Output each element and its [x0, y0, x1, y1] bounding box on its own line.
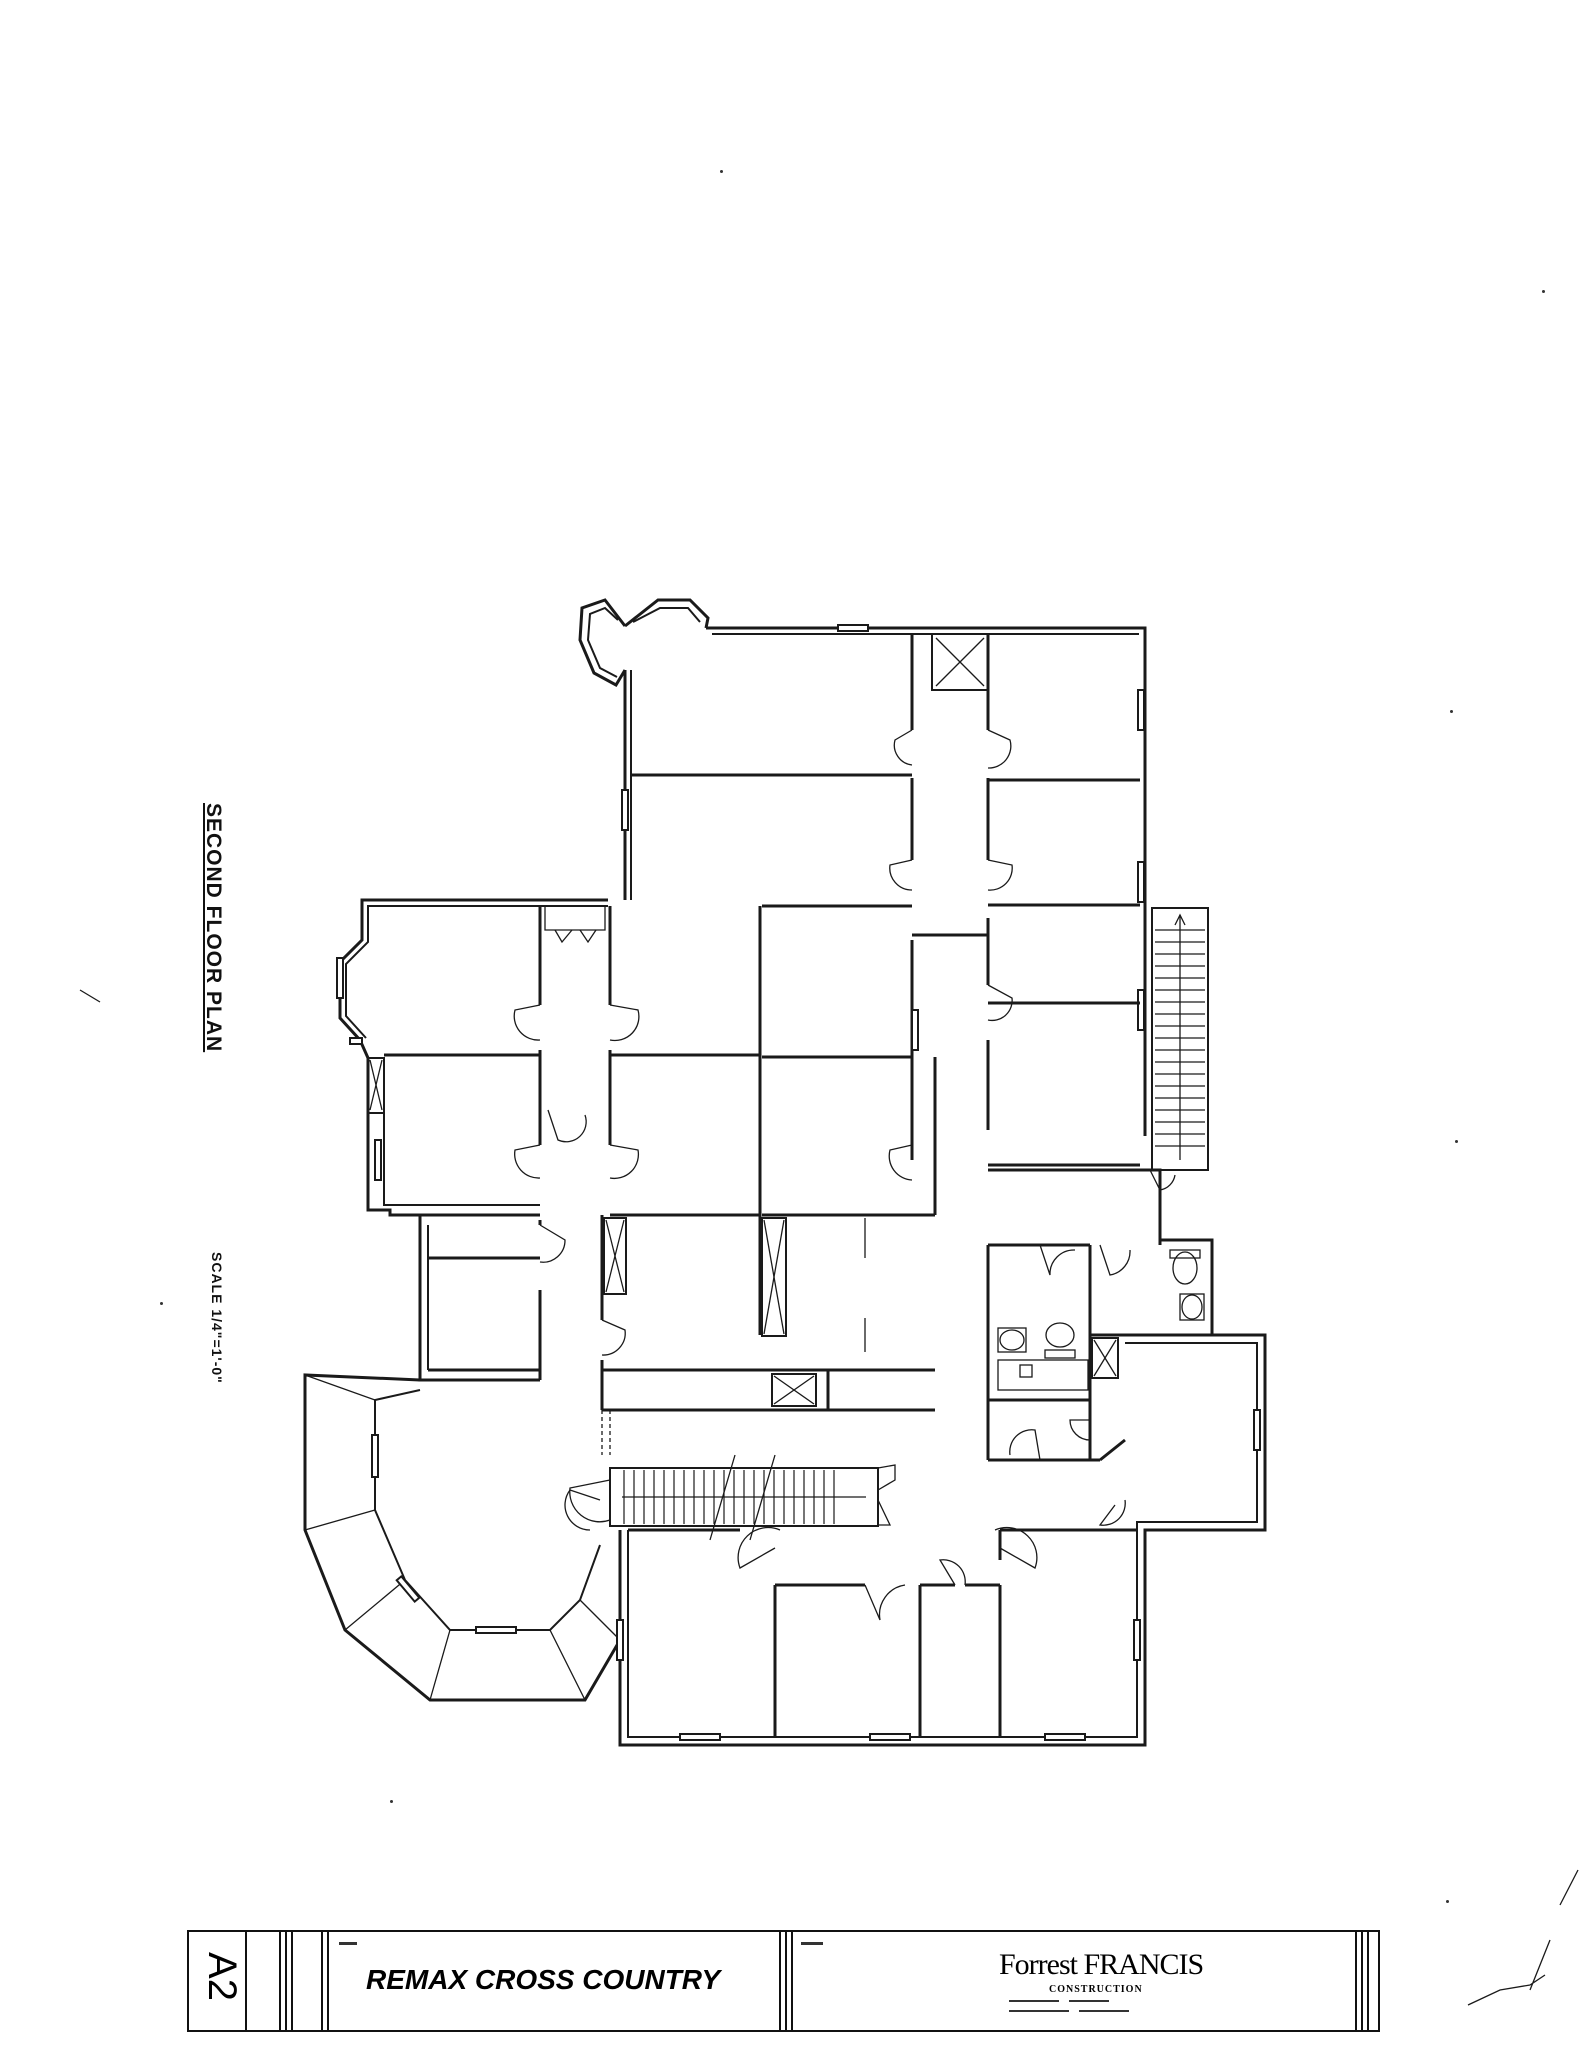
toilet-icon [1045, 1322, 1075, 1348]
drawing-title: SECOND FLOOR PLAN [202, 803, 225, 1053]
drawing-scale: SCALE 1/4"=1'-0" [209, 1252, 225, 1384]
central-block [418, 1215, 935, 1455]
closet [761, 1217, 787, 1337]
window [1137, 861, 1145, 903]
exterior-stair [1151, 907, 1209, 1171]
octagonal-wing [303, 1373, 622, 1702]
window [679, 1733, 721, 1741]
window [837, 624, 869, 632]
window [395, 1574, 421, 1604]
window [371, 1434, 379, 1478]
exterior-stair-treads [1155, 929, 1205, 1147]
window [616, 1619, 624, 1661]
window [1133, 1619, 1141, 1661]
window [1253, 1409, 1261, 1451]
octagonal-wing-outline [303, 1373, 622, 1702]
window [336, 957, 344, 999]
turret-outline [578, 598, 627, 688]
closet [603, 1217, 627, 1295]
window [1137, 689, 1145, 731]
sheet-number: A2 [199, 1952, 244, 2001]
signature-mark [1467, 1869, 1579, 2006]
title-block: A2 REMAX CROSS COUNTRY Forrest FRANCIS C… [187, 1930, 1380, 2032]
sink-icon [1181, 1294, 1203, 1320]
window [1044, 1733, 1086, 1741]
north-wing [578, 598, 1147, 1167]
elevator-shaft [771, 1373, 817, 1407]
main-stair [569, 1454, 896, 1541]
window [1137, 989, 1145, 1031]
north-wing-outline [706, 626, 1147, 1136]
window [869, 1733, 911, 1741]
company-logo-text: Forrest FRANCIS [999, 1948, 1204, 1981]
company-subtitle: CONSTRUCTION [1049, 1984, 1143, 1995]
west-wing [336, 898, 937, 1217]
sink-icon [999, 1329, 1025, 1351]
toilet-icon [1172, 1251, 1198, 1285]
window [374, 1139, 382, 1181]
south-wing [616, 1333, 1267, 1747]
east-service-core [986, 1168, 1214, 1462]
closet [1091, 1337, 1119, 1379]
window [621, 789, 629, 831]
project-name: REMAX CROSS COUNTRY [366, 1964, 721, 1995]
south-wing-outline [618, 1333, 1267, 1747]
window [475, 1626, 517, 1634]
window [349, 1037, 363, 1045]
west-wing-outline [338, 898, 608, 1060]
